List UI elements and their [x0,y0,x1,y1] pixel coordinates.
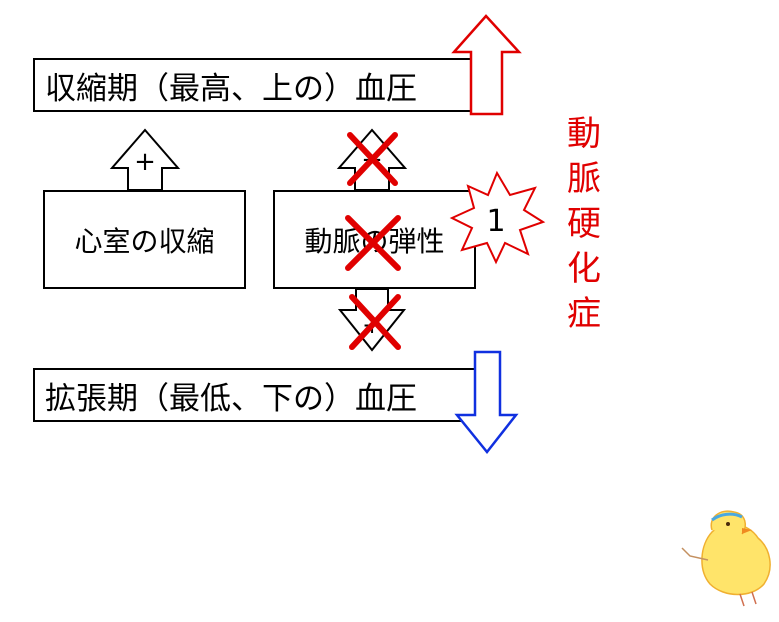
side-label-char: 化 [567,249,601,289]
ventricular-contraction-label: 心室の収縮 [74,224,215,258]
cross-icon [347,132,398,186]
chick-icon [681,510,771,607]
systolic-pressure-box: 収縮期（最高、上の）血圧 [33,58,479,112]
burst-icon: 1 [449,170,546,265]
side-label-char: 動 [567,114,601,154]
down-arrow-icon [454,350,519,455]
cross-icon [345,215,401,271]
side-label-char: 症 [567,294,601,334]
contraction-up-arrow: + [109,128,181,191]
side-label-char: 硬 [567,204,601,244]
ventricular-contraction-box: 心室の収縮 [43,190,246,289]
up-arrow-icon [451,14,522,116]
arteriosclerosis-label: 動 脈 硬 化 症 [562,112,606,337]
contraction-sign: + [134,147,156,177]
systolic-pressure-label: 収縮期（最高、上の）血圧 [45,70,417,107]
burst-number: 1 [486,204,505,239]
cross-icon [349,294,401,350]
diastolic-pressure-box: 拡張期（最低、下の）血圧 [33,368,479,422]
side-label-char: 脈 [567,159,601,199]
diastolic-pressure-label: 拡張期（最低、下の）血圧 [45,380,417,417]
